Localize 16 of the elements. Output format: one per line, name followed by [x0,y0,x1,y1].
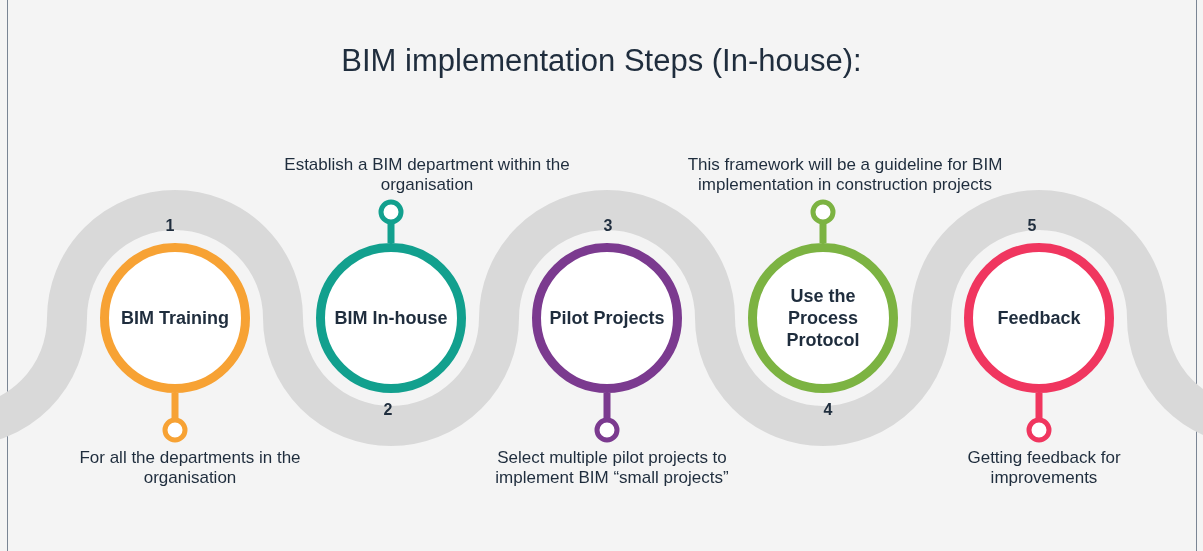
title: BIM implementation Steps (In-house): [340,42,863,80]
step-description: Establish a BIM department within the organisation [283,155,571,195]
step-title: Feedback [996,307,1082,329]
step-title: BIM In-house [333,307,449,329]
step-number: 5 [1027,216,1037,236]
step-description: For all the departments in the organisation [78,448,302,488]
step-description: This framework will be a guideline for BIM implementation in construction projects [686,155,1004,195]
step-description: Select multiple pilot projects to implement BIM “small projects” [494,448,730,488]
step-number: 2 [383,400,393,420]
step-title: Use the Process Protocol [785,285,861,351]
step-number: 1 [165,216,175,236]
step-title: Pilot Projects [548,307,666,329]
step-number: 4 [823,400,833,420]
step-number: 3 [603,216,613,236]
step-title: BIM Training [120,307,230,329]
step-description: Getting feedback for improvements [966,448,1122,488]
